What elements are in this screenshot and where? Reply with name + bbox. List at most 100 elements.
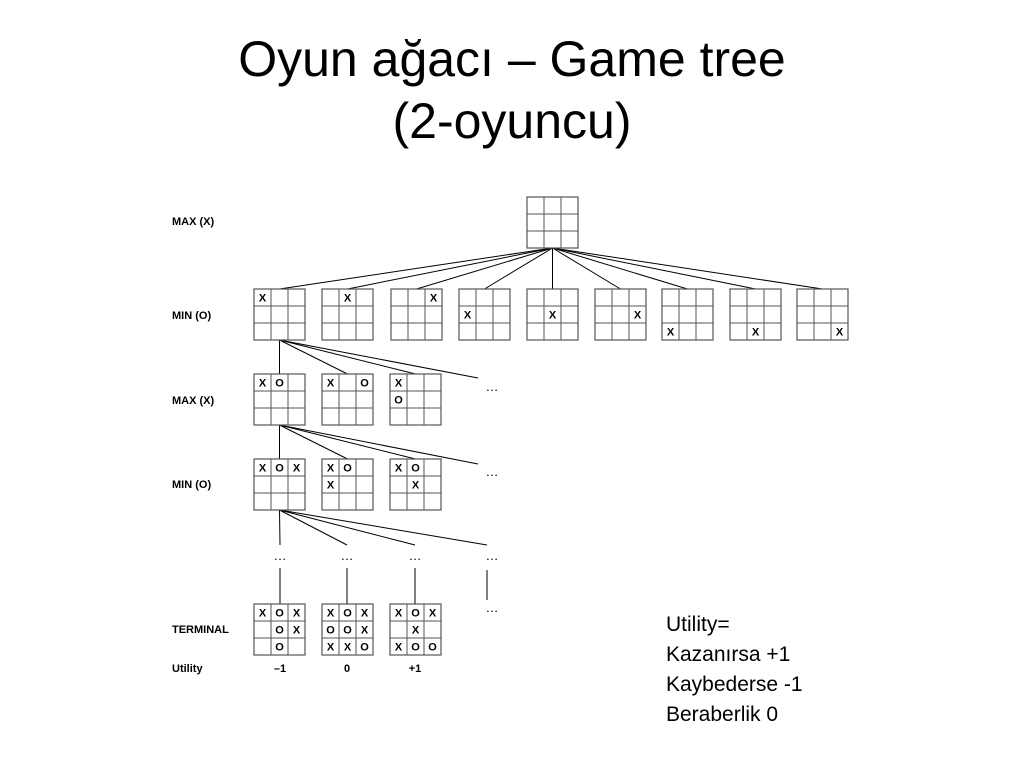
o-mark: O: [360, 378, 369, 390]
o-mark: O: [343, 625, 352, 637]
o-mark: O: [343, 608, 352, 620]
x-mark: X: [836, 327, 844, 339]
x-mark: X: [327, 463, 335, 475]
tree-edge: [552, 247, 621, 290]
o-mark: O: [411, 608, 420, 620]
board-frame: [389, 603, 442, 656]
level-label-min: MIN (O): [172, 310, 211, 322]
o-mark: O: [411, 463, 420, 475]
board-frame: [389, 458, 442, 511]
x-mark: X: [395, 642, 403, 654]
x-mark: X: [395, 608, 403, 620]
min-board: X: [594, 288, 647, 341]
x-mark: X: [412, 625, 420, 637]
tree-edge: [552, 247, 756, 290]
tree-edge: [279, 509, 488, 546]
utility-note-line: Kazanırsa +1: [666, 643, 791, 666]
min-board: X: [458, 288, 511, 341]
tree-edge: [552, 247, 823, 290]
tree-edge: [279, 424, 348, 460]
utility-value: –1: [274, 663, 286, 675]
o-mark: O: [275, 625, 284, 637]
title-line-1: Oyun ağacı – Game tree: [238, 31, 786, 87]
utility-value: +1: [409, 663, 422, 675]
root-board: [526, 196, 579, 249]
tree-edge: [416, 247, 553, 290]
level-label-utility: Utility: [172, 663, 203, 675]
max-board: XO: [389, 373, 442, 426]
utility-note-line: Utility=: [666, 613, 730, 636]
board-frame: [321, 603, 374, 656]
x-mark: X: [634, 310, 642, 322]
o-mark: O: [275, 608, 284, 620]
tree-edge: [484, 247, 553, 290]
ellipsis: …: [274, 548, 287, 563]
min-board: X: [253, 288, 306, 341]
board-frame: [321, 458, 374, 511]
o-mark: O: [411, 642, 420, 654]
x-mark: X: [667, 327, 675, 339]
o-mark: O: [275, 463, 284, 475]
level-label-max: MAX (X): [172, 216, 215, 228]
board-frame: [321, 288, 374, 341]
x-mark: X: [259, 378, 267, 390]
min-board: X: [661, 288, 714, 341]
board-frame: [390, 288, 443, 341]
x-mark: X: [259, 608, 267, 620]
tree-edge: [279, 509, 348, 546]
tree-edge: [279, 509, 281, 546]
board-frame: [253, 373, 306, 426]
x-mark: X: [327, 378, 335, 390]
min-board: X: [729, 288, 782, 341]
ellipsis: …: [486, 379, 499, 394]
board-frame: [253, 603, 306, 656]
board-frame: [253, 288, 306, 341]
tree-edge: [279, 509, 416, 546]
x-mark: X: [549, 310, 557, 322]
x-mark: X: [293, 463, 301, 475]
o-mark: O: [275, 642, 284, 654]
o-mark: O: [326, 625, 335, 637]
ellipsis: …: [409, 548, 422, 563]
x-mark: X: [344, 642, 352, 654]
tree-edge: [552, 247, 688, 290]
x-mark: X: [395, 378, 403, 390]
x-mark: X: [464, 310, 472, 322]
x-mark: X: [361, 608, 369, 620]
o-mark: O: [275, 378, 284, 390]
x-mark: X: [327, 642, 335, 654]
x-mark: X: [344, 293, 352, 305]
o-mark: O: [360, 642, 369, 654]
tree-edge: [279, 339, 479, 379]
utility-note-line: Kaybederse -1: [666, 673, 803, 696]
x-mark: X: [293, 625, 301, 637]
tree-edges: [279, 247, 823, 604]
board-frame: [526, 288, 579, 341]
ellipses: … … … … … … …: [274, 379, 499, 615]
x-mark: X: [361, 625, 369, 637]
tree-edge: [279, 339, 348, 375]
o-mark: O: [394, 395, 403, 407]
tree-edge: [279, 424, 479, 465]
ellipsis: …: [486, 548, 499, 563]
board-frame: [253, 458, 306, 511]
utility-note-line: Beraberlik 0: [666, 703, 779, 726]
min-board: X: [526, 288, 579, 341]
ellipsis: …: [486, 600, 499, 615]
min-board: X: [390, 288, 443, 341]
x-mark: X: [293, 608, 301, 620]
board-frame: [729, 288, 782, 341]
min-board: X: [321, 288, 374, 341]
tree-edge: [279, 247, 553, 290]
utility-values: –1 0 +1: [274, 663, 421, 675]
min-board: X: [796, 288, 849, 341]
utility-note: Utility= Kazanırsa +1 Kaybederse -1 Bera…: [666, 610, 803, 730]
title-line-2: (2-oyuncu): [392, 93, 632, 149]
